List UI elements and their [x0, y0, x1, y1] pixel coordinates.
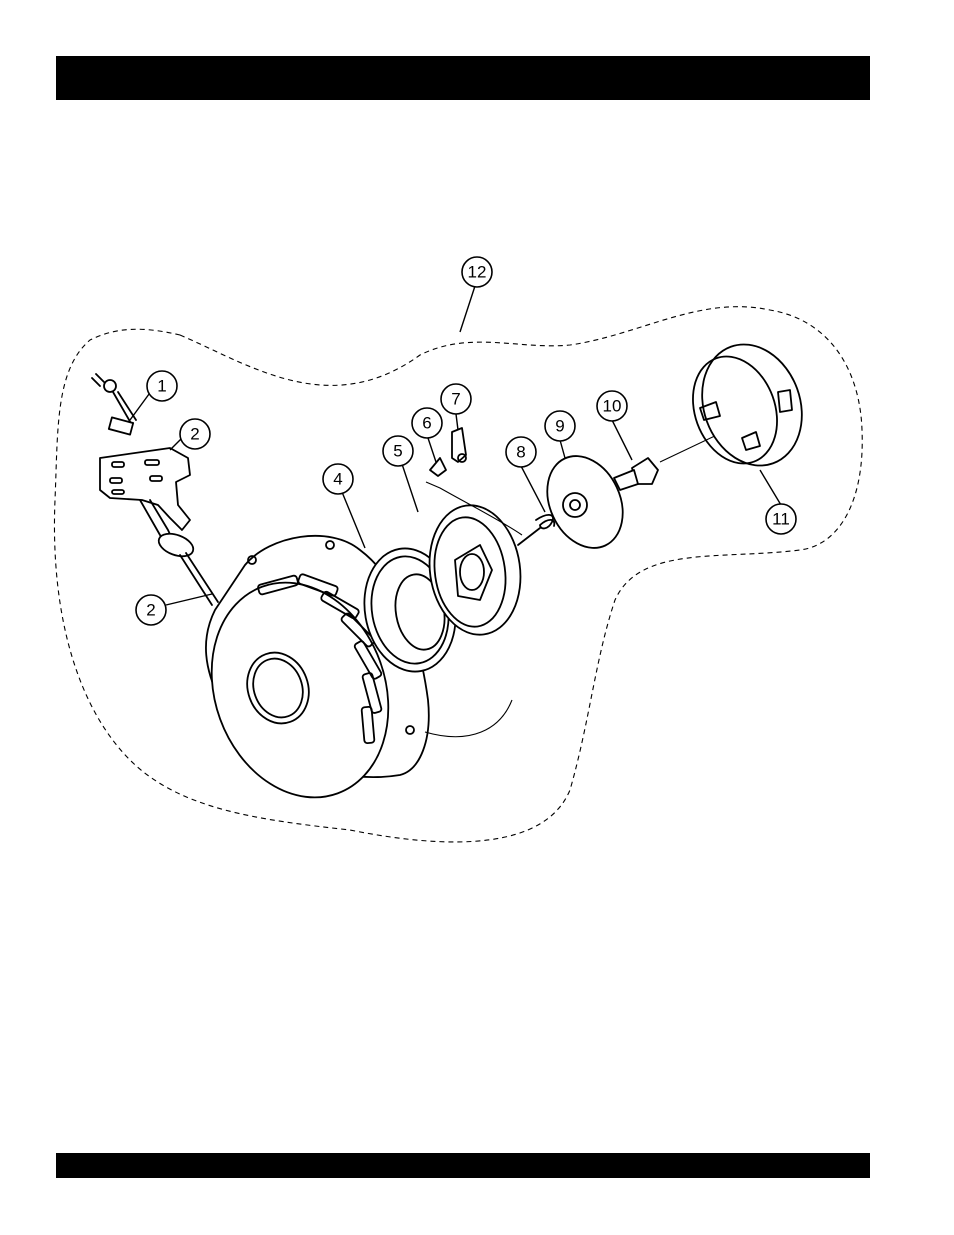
svg-text:10: 10	[603, 397, 622, 416]
callout-12: 12	[462, 257, 492, 287]
footer-bar	[56, 1153, 870, 1178]
callout-10: 10	[597, 391, 627, 421]
callout-1: 1	[147, 371, 177, 401]
svg-text:1: 1	[157, 377, 166, 396]
svg-text:6: 6	[422, 414, 431, 433]
friction-plate	[533, 444, 637, 561]
callout-2-rope: 2	[136, 595, 166, 625]
callout-9: 9	[545, 411, 575, 441]
svg-text:2: 2	[190, 425, 199, 444]
callout-11: 11	[766, 504, 796, 534]
footer-text	[56, 1164, 68, 1186]
svg-text:8: 8	[516, 443, 525, 462]
callout-6: 6	[412, 408, 442, 438]
svg-text:7: 7	[451, 390, 460, 409]
ratchet-cup	[679, 330, 819, 479]
svg-text:4: 4	[333, 470, 342, 489]
callout-4: 4	[323, 464, 353, 494]
starter-handle	[92, 374, 218, 605]
svg-text:2: 2	[146, 601, 155, 620]
friction-spring	[518, 515, 554, 545]
callout-8: 8	[506, 437, 536, 467]
svg-text:9: 9	[555, 417, 564, 436]
svg-text:5: 5	[393, 442, 402, 461]
callout-7: 7	[441, 384, 471, 414]
svg-text:12: 12	[468, 263, 487, 282]
svg-text:11: 11	[772, 510, 790, 529]
callout-5: 5	[383, 436, 413, 466]
callout-2-handle: 2	[180, 419, 210, 449]
